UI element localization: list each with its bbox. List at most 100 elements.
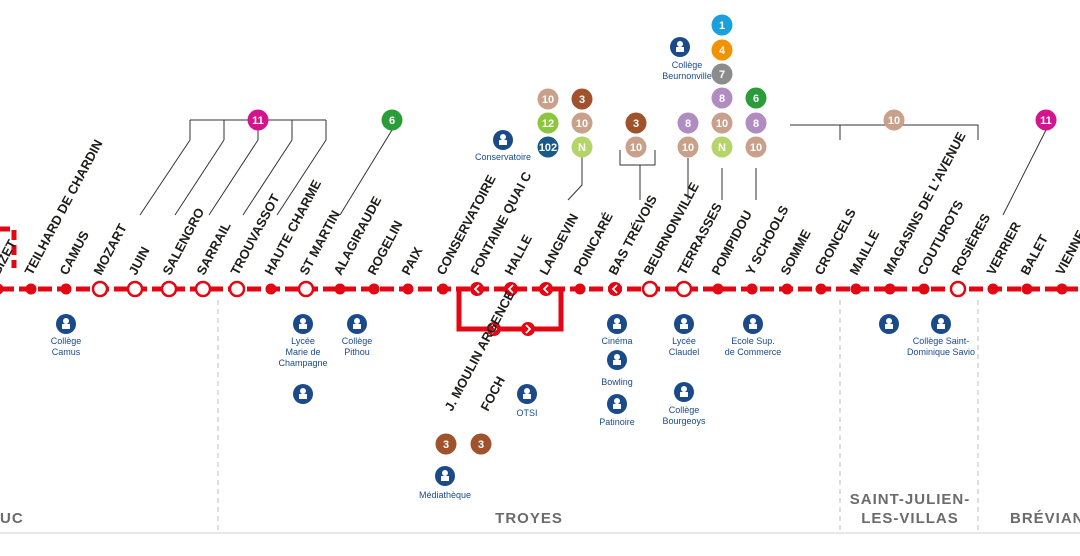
line-10-badge — [625, 136, 647, 158]
chevron-left-icon — [473, 284, 480, 294]
line-11-badge-label: 11 — [252, 115, 264, 127]
stop-rosieres-marker — [949, 280, 967, 298]
line-10-badge — [711, 112, 733, 134]
line-10-badge-label: 10 — [750, 142, 762, 154]
line-10-badge-label: 10 — [542, 94, 554, 106]
line-3-badge-label: 3 — [478, 439, 484, 451]
school-icon — [931, 314, 951, 334]
stop-verrier-marker — [987, 283, 999, 295]
chevron-left-icon — [611, 284, 618, 294]
line-8-badge — [677, 112, 699, 134]
monument-icon-glyph — [299, 394, 307, 399]
tourist-info-icon-glyph — [523, 394, 531, 399]
stop-sarrail-marker — [194, 280, 212, 298]
stop-haute-charme-marker — [265, 283, 277, 295]
line-3-badge-label: 3 — [443, 439, 449, 451]
stop-bas-trevois-marker — [608, 282, 622, 296]
stop-conservatoire-marker — [437, 283, 449, 295]
stop-halle-marker — [504, 282, 518, 296]
line-N-badge-label: N — [578, 142, 586, 154]
stop-balet-label: BALET — [1017, 232, 1051, 277]
school-icon-glyph — [749, 324, 757, 329]
school-icon — [674, 314, 694, 334]
stop-magasins-de-l-avenue-marker — [884, 283, 896, 295]
school-icon — [743, 314, 763, 334]
line-3-badge — [571, 88, 593, 110]
line-10-badge-label: 10 — [682, 142, 694, 154]
stop-poincare-marker — [574, 283, 586, 295]
school-icon-glyph — [681, 318, 687, 324]
bowling-icon-glyph — [614, 354, 620, 360]
stop-trouvassot-marker — [228, 280, 246, 298]
stop-fontaine-quai-c-marker — [470, 282, 484, 296]
school-icon-glyph — [354, 318, 360, 324]
library-icon-glyph — [441, 476, 449, 481]
monument-icon-glyph — [300, 388, 306, 394]
cinema-icon — [607, 314, 627, 334]
stop-camus-label: CAMUS — [56, 228, 92, 277]
poi-label-college-saint-dominique-savio: Collège Saint-Dominique Savio — [907, 336, 975, 357]
poi-label-mediatheque: Médiathèque — [419, 490, 471, 500]
church-icon — [879, 314, 899, 334]
stop-st-martin-marker — [297, 280, 315, 298]
stop-juin-marker — [126, 280, 144, 298]
music-icon-glyph — [500, 134, 506, 140]
stop-beurnonville-marker — [641, 280, 659, 298]
line-10-badge — [677, 136, 699, 158]
stop-maille-marker — [850, 283, 862, 295]
stop-croncels-marker — [815, 283, 827, 295]
line-8-badge — [745, 112, 767, 134]
poi-label-otsi: OTSI — [516, 408, 537, 418]
stop-paix-label: PAIX — [398, 244, 425, 277]
school-icon-glyph — [680, 324, 688, 329]
line-7-badge — [711, 63, 733, 85]
line-4-badge-label: 4 — [719, 45, 726, 57]
school-icon-glyph — [938, 318, 944, 324]
line-12-badge-label: 12 — [542, 118, 554, 130]
school-icon-glyph — [681, 386, 687, 392]
school-icon-glyph — [63, 318, 69, 324]
stop-y-schools-marker — [746, 283, 758, 295]
line-11-badge — [247, 109, 269, 131]
chevron-right-icon — [525, 324, 532, 334]
school-icon — [674, 382, 694, 402]
line-3-badge — [625, 112, 647, 134]
line-10-badge — [571, 112, 593, 134]
connector-line — [567, 124, 1047, 216]
poi-label-conservatoire: Conservatoire — [475, 152, 531, 162]
line-10-badge-label: 10 — [630, 142, 642, 154]
connector-line — [139, 129, 393, 216]
church-icon-glyph — [886, 318, 892, 324]
stop-pompidou-marker — [712, 283, 724, 295]
bowling-icon — [607, 350, 627, 370]
stop-bizet-label: BIZET — [0, 237, 19, 277]
branch-stop-foch-marker — [521, 322, 535, 336]
stop-maille-label: MAILLE — [846, 227, 882, 277]
skating-icon-glyph — [613, 404, 621, 409]
school-icon-glyph — [677, 41, 683, 47]
line-12-badge — [537, 112, 559, 134]
line-102-badge — [537, 136, 559, 158]
line-7-badge-label: 7 — [719, 69, 725, 81]
stop-paix-marker — [402, 283, 414, 295]
tourist-info-icon — [517, 384, 537, 404]
music-icon — [493, 130, 513, 150]
branch-stop-label: FOCH — [477, 374, 508, 414]
stop-camus-marker — [60, 283, 72, 295]
school-icon-glyph — [937, 324, 945, 329]
chevron-right-icon — [491, 324, 498, 334]
line-3-badge-label: 3 — [579, 94, 585, 106]
school-icon-glyph — [353, 324, 361, 329]
school-icon-glyph — [676, 47, 684, 52]
terminus-hook — [0, 226, 17, 268]
stop-vienne-label: VIENNE — [1052, 227, 1080, 277]
stop-fontaine-quai-c-label: FONTAINE QUAI C — [467, 169, 534, 278]
line-3-badge — [470, 433, 492, 455]
cinema-icon-glyph — [614, 318, 620, 324]
bowling-icon-glyph — [613, 360, 621, 365]
commune-label: TROYES — [495, 510, 563, 527]
